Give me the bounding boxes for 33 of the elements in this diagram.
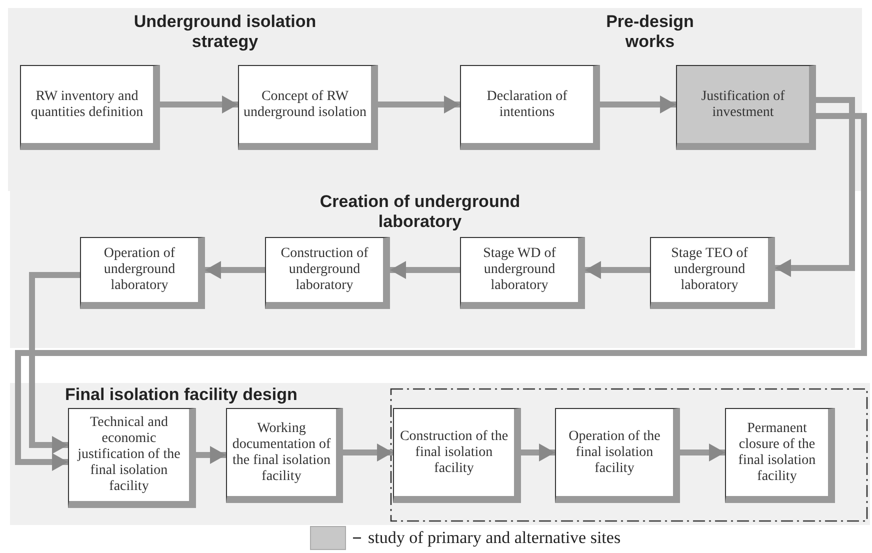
process-box: Concept of RW underground isolation (238, 65, 378, 150)
process-box: Permanent closure of the final isolation facility (725, 408, 835, 503)
process-box: Technical and economic justification of the final isolation facility (68, 408, 196, 508)
arrow (205, 261, 265, 279)
stage-panel (10, 383, 870, 525)
arrow (196, 446, 226, 464)
arrow (521, 444, 555, 462)
arrow (775, 97, 855, 277)
process-box: Declaration of intentions (460, 65, 600, 150)
arrow (15, 113, 867, 471)
panel-heading: Creation of underground laboratory (318, 192, 522, 232)
panel-heading: Final isolation facility design (65, 385, 298, 405)
arrow (680, 444, 725, 462)
arrow (343, 444, 393, 462)
stage-panel (10, 190, 855, 348)
process-box: Construction of the final isolation facility (393, 408, 521, 503)
process-box: Construction of underground laboratory (265, 237, 390, 309)
panel-heading: Pre-design works (605, 12, 695, 52)
process-box: Working documentation of the final isolation facility (226, 408, 343, 503)
process-box: RW inventory and quantities definition (20, 65, 160, 150)
arrow (585, 261, 650, 279)
process-box: Justification of investment (676, 65, 816, 150)
arrow (378, 96, 460, 114)
arrow (390, 261, 460, 279)
arrow (29, 272, 80, 454)
process-box: Operation of underground laboratory (80, 237, 205, 309)
arrow (600, 96, 676, 114)
panel-heading: Underground isolation strategy (132, 12, 318, 52)
legend-label: study of primary and alternative sites (368, 528, 621, 548)
arrow (160, 96, 238, 114)
process-box: Operation of the final isolation facility (555, 408, 680, 503)
process-box: Stage TEO of underground laboratory (650, 237, 775, 309)
process-box: Stage WD of underground laboratory (460, 237, 585, 309)
